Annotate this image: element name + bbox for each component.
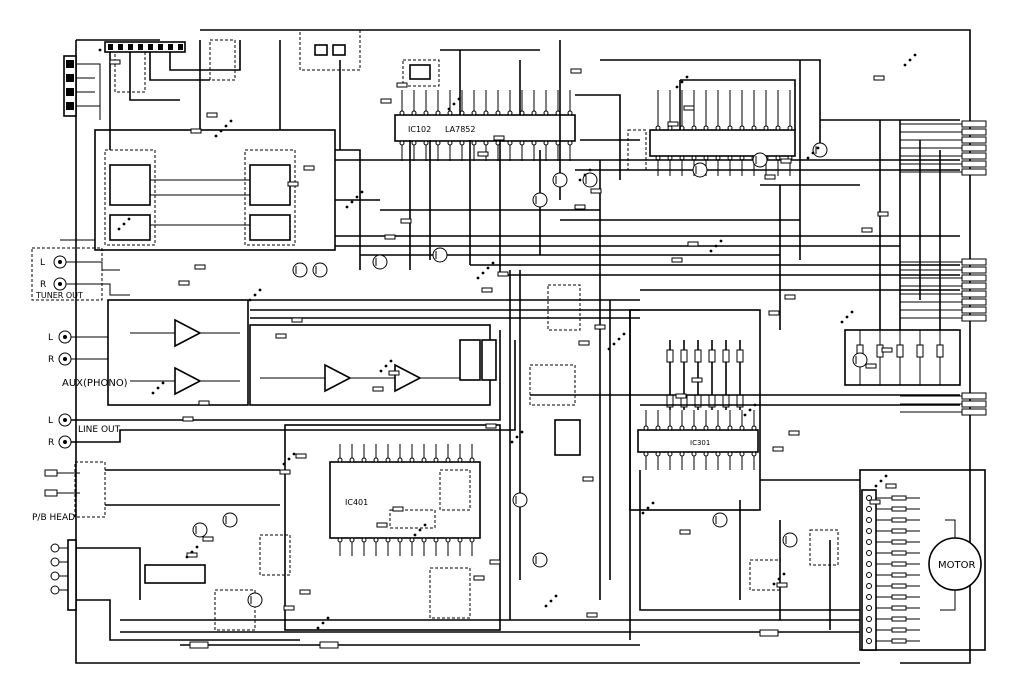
aux-phono-label: AUX(PHONO) (62, 378, 128, 389)
motor-label: MOTOR (938, 560, 975, 571)
ic301: IC301 (629, 309, 860, 611)
right-connector-low (900, 392, 987, 416)
line-jack-r: R (48, 438, 54, 448)
right-connector-mid (900, 258, 987, 322)
ic102-label: IC102 (408, 125, 431, 134)
upper-right-ic (600, 59, 821, 176)
right-connector-top (900, 120, 987, 176)
bottom-rails (120, 619, 860, 649)
ic401: IC401 (144, 424, 501, 631)
ic301-label: IC301 (690, 439, 710, 447)
top-header-strip (104, 40, 241, 150)
preamp-block-left (60, 129, 380, 270)
tuner-out-jack: L R TUNER OUT (31, 247, 130, 301)
tuner-jack-r: R (40, 280, 46, 290)
tuner-jack-l: L (40, 258, 45, 268)
aux-jack-l: L (48, 333, 53, 343)
center-amp-block (249, 299, 640, 406)
pb-head-block: P/B HEAD (32, 461, 280, 523)
line-jack-l: L (48, 416, 53, 426)
ic102: IC102 LA7852 (394, 49, 621, 180)
right-mid-block (844, 329, 961, 386)
line-out-jack: L R LINE OUT (48, 330, 516, 449)
motor-icon: MOTOR (928, 537, 982, 591)
motor-connector-block: MOTOR (859, 469, 986, 651)
tuner-out-label: TUNER OUT (35, 291, 83, 300)
pb-head-label: P/B HEAD (32, 513, 75, 523)
top-left-connector (63, 55, 101, 120)
line-out-label: LINE OUT (78, 425, 121, 435)
lower-left-connector (50, 539, 300, 641)
aux-jack-r: R (48, 355, 54, 365)
board-outline (75, 29, 971, 664)
wiring-mesh (98, 40, 960, 630)
aux-phono-block: L R AUX(PHONO) (48, 299, 249, 406)
ic401-label: IC401 (345, 498, 368, 507)
ic102-part: LA7852 (445, 125, 475, 134)
